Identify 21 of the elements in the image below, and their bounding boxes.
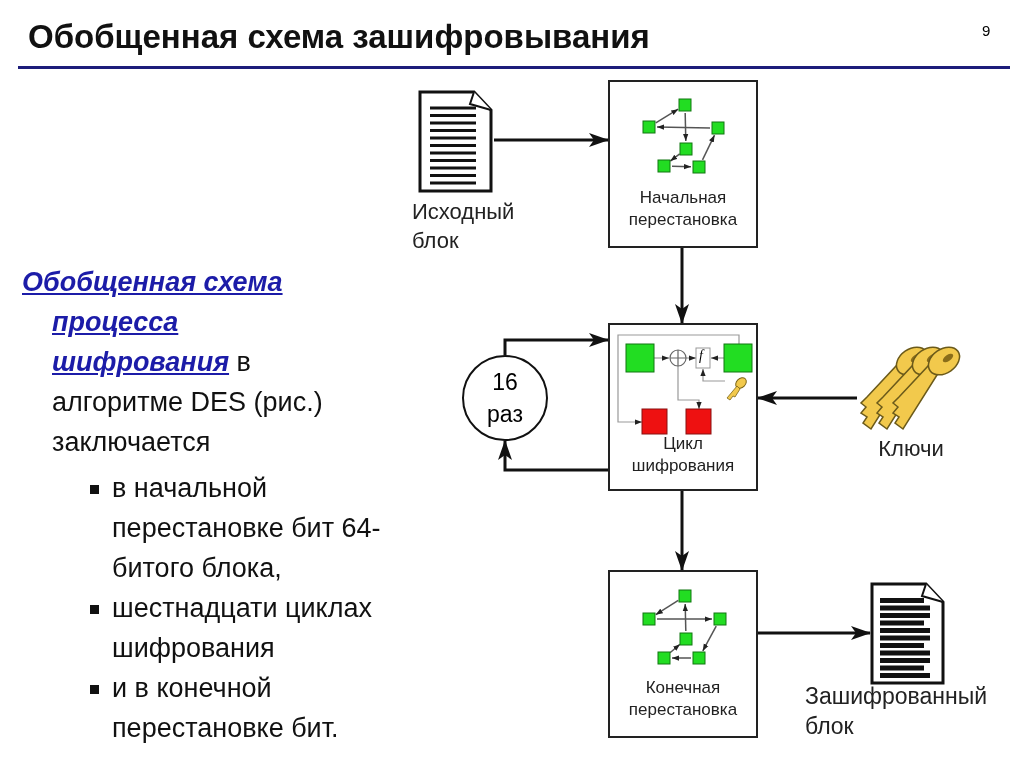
arrow xyxy=(757,391,857,405)
process-box xyxy=(608,323,758,491)
arrow xyxy=(675,491,689,571)
bullet-item: и в конечной перестановке бит. xyxy=(112,672,340,745)
process-box xyxy=(608,570,758,738)
arrow xyxy=(494,133,609,147)
node-label: Ключи xyxy=(877,435,945,463)
node-label: Начальная перестановка xyxy=(627,187,739,232)
arrow xyxy=(503,333,609,355)
node-label: Зашифрованный блок xyxy=(805,682,989,741)
function-symbol: f xyxy=(698,347,706,365)
slide-title: Обобщенная схема зашифровывания xyxy=(28,18,650,56)
arrow xyxy=(498,440,608,472)
node-label: Конечная перестановка xyxy=(627,677,739,722)
node-label: Цикл шифрования xyxy=(630,433,736,478)
process-box xyxy=(608,80,758,248)
node-label: Исходный блок xyxy=(412,198,516,255)
page-number: 9 xyxy=(982,22,992,39)
node-label: 16 раз xyxy=(486,368,524,429)
arrow xyxy=(675,248,689,324)
arrow xyxy=(758,626,871,640)
